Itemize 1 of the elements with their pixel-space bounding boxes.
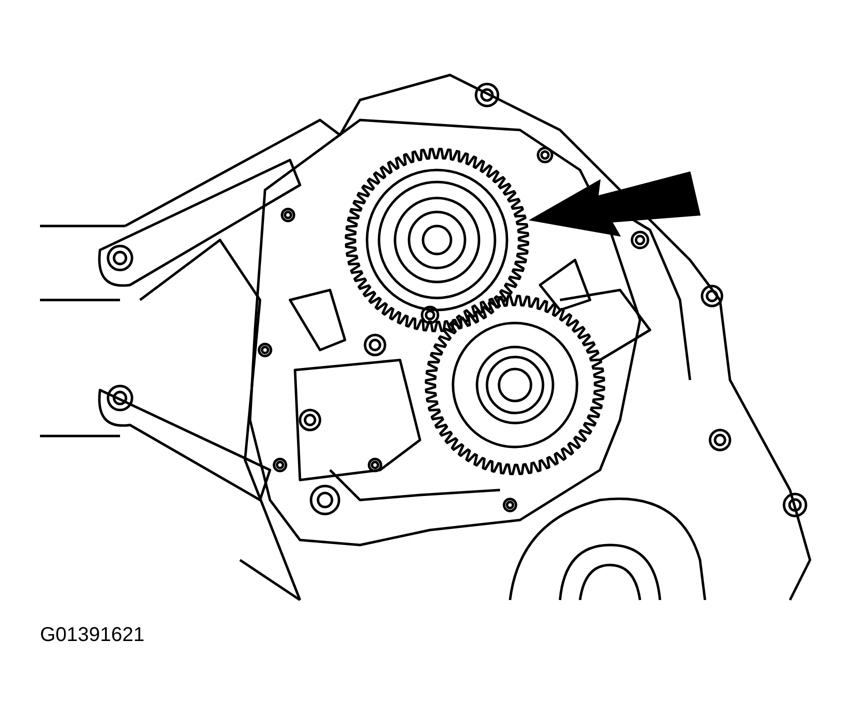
figure-code: G01391621 xyxy=(40,624,145,647)
